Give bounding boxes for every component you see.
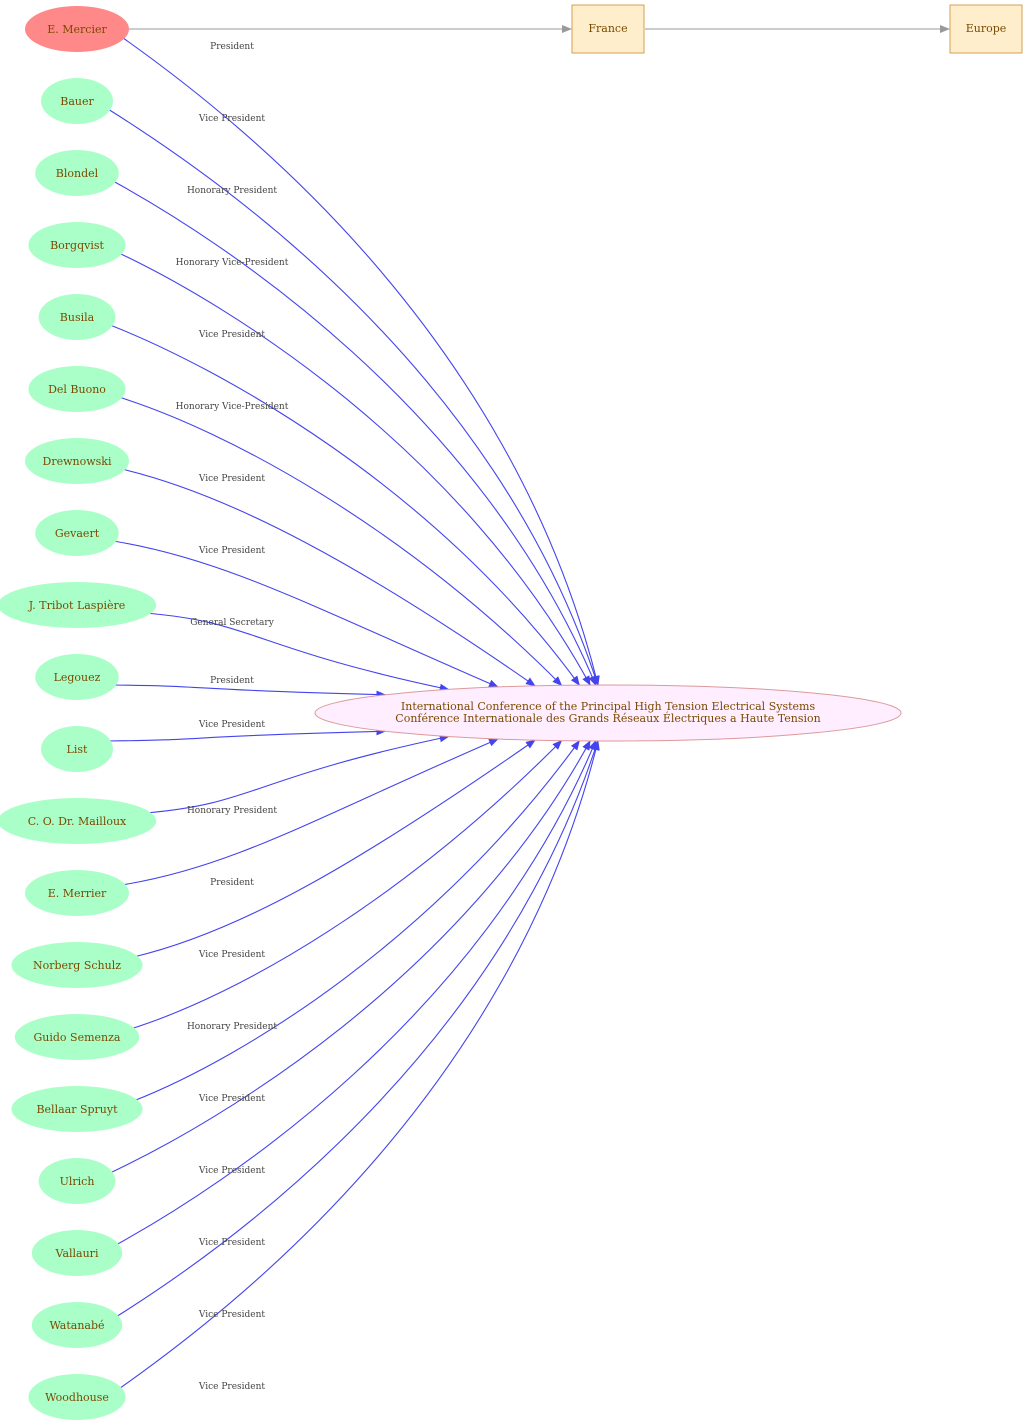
person-name-label: Borgqvist (50, 239, 104, 252)
person-node-woodhouse[interactable]: Woodhouse (28, 1374, 126, 1420)
person-name-label: Blondel (56, 167, 99, 180)
person-name-label: Gevaert (55, 527, 100, 540)
person-node-e-mercier[interactable]: E. Mercier (25, 6, 129, 52)
person-node-bauer[interactable]: Bauer (41, 78, 113, 124)
person-node-guido-semenza[interactable]: Guido Semenza (14, 1014, 140, 1060)
edge-bellaar-spruyt-to-conference (133, 740, 580, 1102)
edge-role-label: Vice President (198, 546, 266, 556)
person-node-borgqvist[interactable]: Borgqvist (28, 222, 126, 268)
edge-j-tribot-laspiere-to-conference (145, 612, 450, 692)
conference-node[interactable]: International Conference of the Principa… (314, 684, 902, 742)
edge-role-label: Honorary Vice-President (176, 402, 289, 412)
person-name-label: Del Buono (48, 383, 106, 396)
edge-guido-semenza-to-conference (130, 739, 563, 1030)
person-node-c-o-dr-mailloux[interactable]: C. O. Dr. Mailloux (0, 798, 157, 844)
edge-role-label: Vice President (198, 1310, 266, 1320)
person-name-label: List (67, 743, 88, 756)
edge-woodhouse-to-conference (118, 740, 600, 1390)
edge-watanabe-to-conference (115, 740, 599, 1318)
person-name-label: Guido Semenza (34, 1031, 121, 1044)
edges-layer (107, 36, 600, 1390)
edge-role-label: President (210, 878, 254, 888)
person-node-legouez[interactable]: Legouez (35, 654, 119, 700)
person-node-del-buono[interactable]: Del Buono (28, 366, 126, 412)
person-node-drewnowski[interactable]: Drewnowski (25, 438, 129, 484)
edge-role-label: President (210, 42, 254, 52)
person-node-norberg-schulz[interactable]: Norberg Schulz (11, 942, 143, 988)
region-node-label: Europe (966, 22, 1007, 35)
person-name-label: Bellaar Spruyt (36, 1103, 118, 1116)
person-name-label: Norberg Schulz (33, 959, 121, 972)
edge-role-label: Vice President (198, 950, 266, 960)
person-name-label: J. Tribot Laspière (28, 599, 126, 612)
edge-role-label: Vice President (198, 720, 266, 730)
person-node-e-merrier[interactable]: E. Merrier (25, 870, 129, 916)
person-name-label: E. Mercier (47, 23, 107, 36)
edge-role-label: Vice President (198, 1238, 266, 1248)
edge-borgqvist-to-conference (118, 252, 591, 686)
person-name-label: C. O. Dr. Mailloux (28, 815, 127, 828)
edge-role-label: Vice President (198, 330, 266, 340)
edge-role-label: Vice President (198, 1166, 266, 1176)
country-node-label: France (588, 22, 627, 35)
edge-role-label: Honorary President (187, 1022, 277, 1032)
edge-blondel-to-conference (112, 180, 597, 686)
person-node-bellaar-spruyt[interactable]: Bellaar Spruyt (11, 1086, 143, 1132)
person-nodes-layer: E. MercierBauerBlondelBorgqvistBusilaDel… (0, 6, 157, 1420)
person-name-label: E. Merrier (48, 887, 107, 900)
edge-legouez-to-conference (112, 684, 387, 699)
edge-busila-to-conference (109, 324, 580, 686)
edge-role-label: Vice President (198, 114, 266, 124)
person-name-label: Vallauri (55, 1247, 99, 1260)
country-node-france[interactable]: France (571, 4, 645, 54)
person-name-label: Bauer (60, 95, 94, 108)
person-node-watanabe[interactable]: Watanabé (31, 1302, 123, 1348)
person-name-label: Legouez (54, 671, 101, 684)
edge-list-to-conference (107, 727, 387, 742)
region-node-europe[interactable]: Europe (949, 4, 1023, 54)
edge-bauer-to-conference (107, 108, 599, 686)
edge-drewnowski-to-conference (121, 468, 536, 687)
edge-del-buono-to-conference (118, 396, 563, 687)
conference-name-english: International Conference of the Principa… (401, 700, 816, 713)
edge-role-label: General Secretary (190, 618, 274, 628)
person-name-label: Woodhouse (45, 1391, 109, 1404)
edge-role-label: Vice President (198, 1094, 266, 1104)
person-node-list[interactable]: List (41, 726, 113, 772)
person-node-gevaert[interactable]: Gevaert (35, 510, 119, 556)
edge-gevaert-to-conference (112, 540, 499, 688)
edge-role-label: President (210, 676, 254, 686)
edge-role-label: Honorary President (187, 186, 277, 196)
conference-name-french: Conférence Internationale des Grands Rés… (395, 711, 820, 725)
edge-e-mercier-to-conference (121, 36, 600, 686)
person-name-label: Ulrich (60, 1175, 95, 1188)
person-node-ulrich[interactable]: Ulrich (38, 1158, 116, 1204)
edge-role-label: Honorary President (187, 806, 277, 816)
person-node-j-tribot-laspiere[interactable]: J. Tribot Laspière (0, 582, 157, 628)
edge-role-label: Vice President (198, 1382, 266, 1392)
edge-norberg-schulz-to-conference (133, 739, 536, 958)
person-node-busila[interactable]: Busila (38, 294, 116, 340)
person-node-blondel[interactable]: Blondel (35, 150, 119, 196)
person-name-label: Busila (60, 311, 95, 324)
edge-vallauri-to-conference (115, 740, 597, 1246)
edge-role-label: Vice President (198, 474, 266, 484)
person-name-label: Watanabé (49, 1319, 104, 1332)
person-name-label: Drewnowski (43, 455, 112, 468)
edge-ulrich-to-conference (109, 740, 591, 1174)
edge-role-label: Honorary Vice-President (176, 258, 289, 268)
edge-c-o-dr-mailloux-to-conference (145, 734, 450, 814)
edge-e-merrier-to-conference (121, 738, 499, 886)
person-node-vallauri[interactable]: Vallauri (31, 1230, 123, 1276)
